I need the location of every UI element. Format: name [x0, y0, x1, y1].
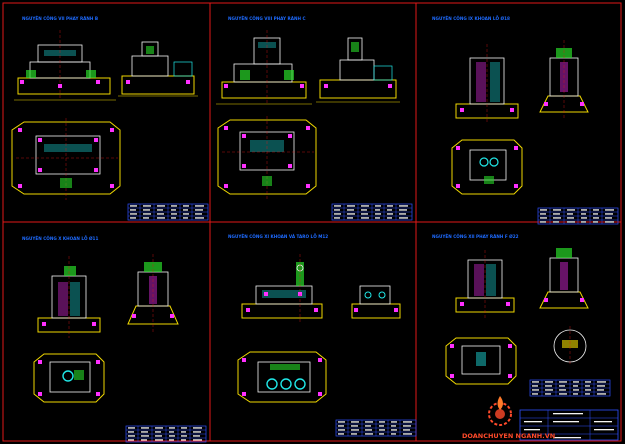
fixture-drawing-p5: [237, 254, 417, 437]
panel-title-p5: NGUYÊN CÔNG XI KHOAN VÀ TARO LỖ M12: [228, 234, 328, 239]
panel-title-p2: NGUYÊN CÔNG VIII PHAY RÃNH C: [228, 16, 306, 21]
fixture-drawing-p2: [216, 30, 413, 221]
panel-title-p6: NGUYÊN CÔNG XII PHAY RÃNH F Ø22: [432, 234, 519, 239]
gear-flame-logo-icon: [488, 396, 512, 426]
fixture-drawing-p4: [33, 254, 207, 443]
panel-title-p4: NGUYÊN CÔNG X KHOAN LỖ Ø11: [22, 236, 98, 241]
fixture-drawing-p6: [445, 248, 619, 441]
watermark: DOANCHUYEN NGANH.VN: [462, 396, 555, 440]
panel-title-p3: NGUYÊN CÔNG IX KHOAN LỖ Ø18: [432, 16, 510, 21]
fixture-drawing-p3: [451, 40, 619, 225]
fixture-drawing-p1: [11, 30, 209, 221]
panel-title-p1: NGUYÊN CÔNG VII PHAY RÃNH B: [22, 16, 98, 21]
watermark-text: DOANCHUYEN NGANH.VN: [462, 432, 555, 440]
